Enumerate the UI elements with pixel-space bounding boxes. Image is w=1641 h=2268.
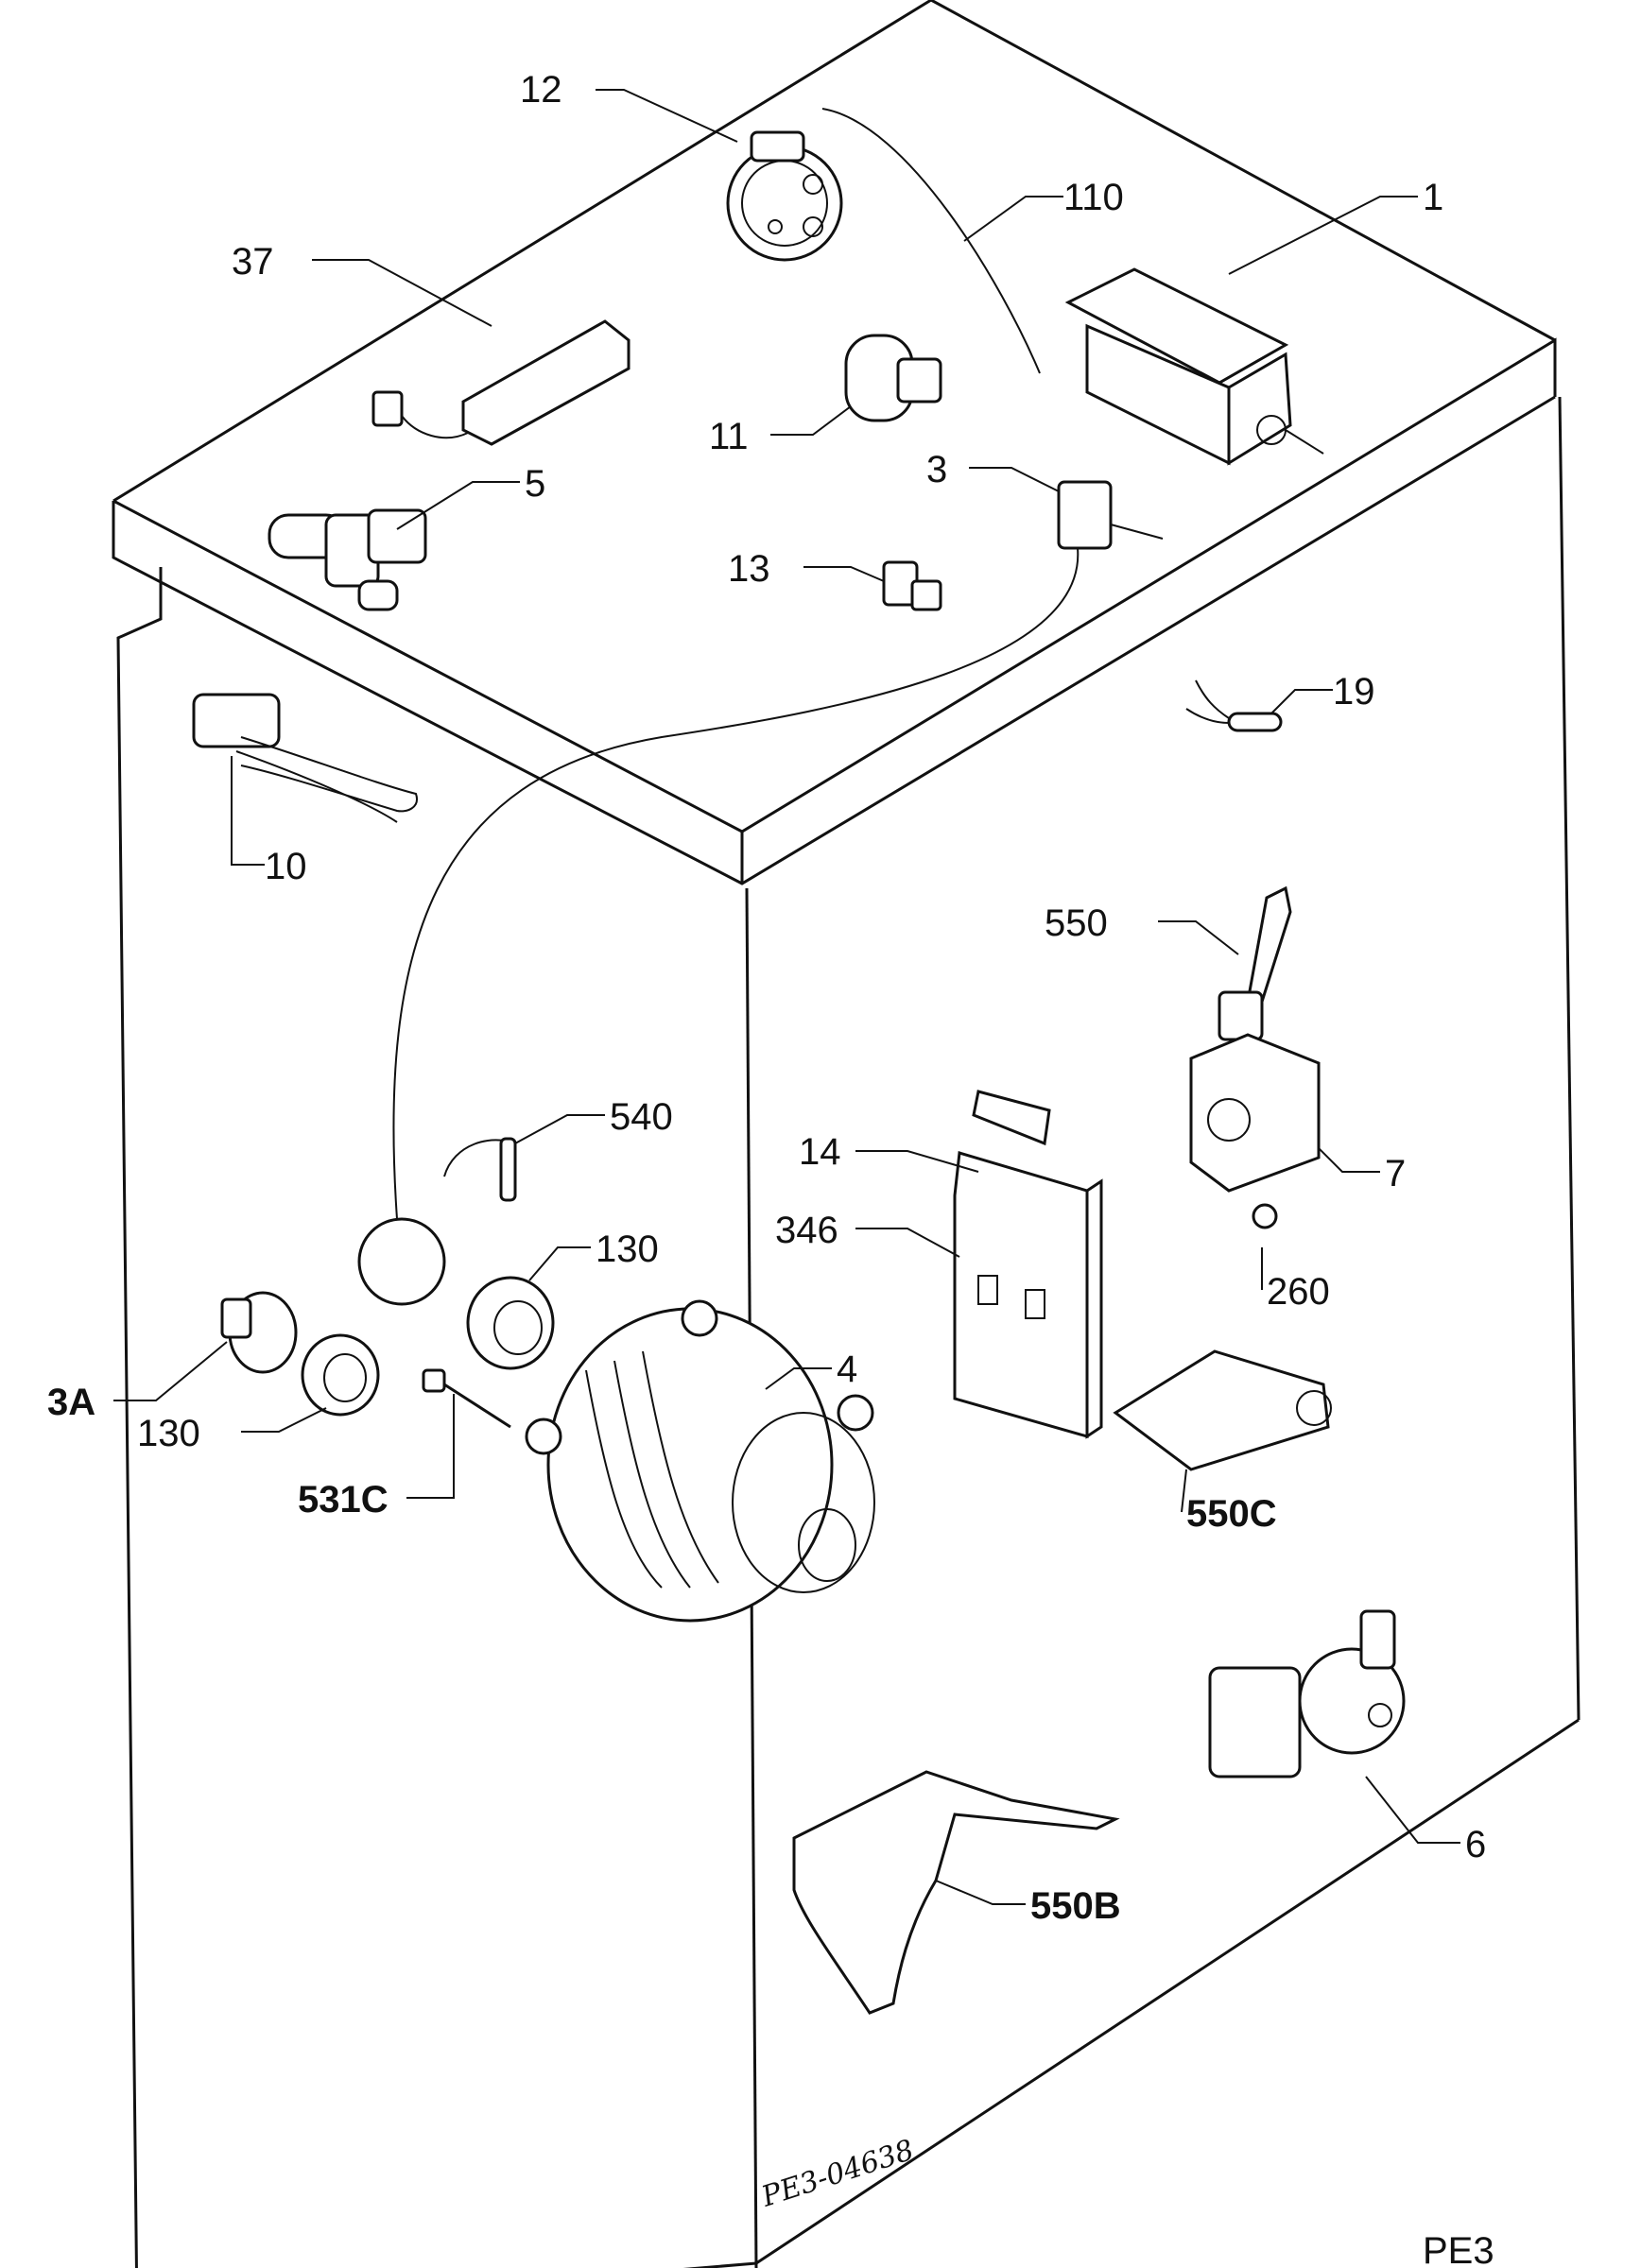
part-5-valve	[268, 508, 427, 611]
label-130-left: 130	[137, 1413, 200, 1454]
cabinet-outline	[112, 0, 1581, 2268]
part-labels: 12 110 1 37 11 3 5 13 19 10 550 540 14 3…	[47, 69, 1486, 1927]
label-540: 540	[610, 1096, 673, 1138]
label-1: 1	[1423, 177, 1443, 218]
part-3A-switch	[220, 1291, 298, 1374]
label-4: 4	[837, 1349, 857, 1390]
page-code: PE3	[1423, 2230, 1494, 2268]
door-grommet	[357, 1217, 446, 1306]
right-side-edge	[1558, 396, 1581, 1721]
part-3-switch	[392, 480, 1164, 1220]
label-5: 5	[525, 463, 545, 505]
part-550C-plate	[1113, 1349, 1332, 1471]
part-4-motor	[525, 1299, 875, 1623]
label-37: 37	[232, 241, 274, 283]
part-1-programmer	[1064, 267, 1324, 466]
label-10: 10	[265, 846, 307, 887]
left-side-edge	[116, 567, 163, 2268]
label-260: 260	[1267, 1271, 1330, 1313]
label-14: 14	[799, 1131, 841, 1173]
bottom-left-edge	[682, 2261, 757, 2268]
label-3A: 3A	[47, 1382, 95, 1423]
label-6: 6	[1465, 1824, 1486, 1865]
leader-lines	[113, 89, 1460, 1905]
label-550C: 550C	[1186, 1493, 1277, 1535]
label-550B: 550B	[1030, 1885, 1121, 1927]
label-110: 110	[1063, 177, 1124, 218]
top-front-slab	[112, 395, 1556, 885]
label-130-right: 130	[596, 1228, 659, 1270]
part-550B-cover	[792, 1770, 1120, 2015]
part-6-drain-pump	[1208, 1609, 1406, 1778]
part-550-lever	[1218, 885, 1292, 1041]
label-7: 7	[1385, 1153, 1406, 1194]
part-37-filter	[371, 319, 630, 446]
label-3: 3	[926, 449, 947, 490]
part-13-connector	[882, 560, 942, 611]
label-346: 346	[775, 1210, 838, 1251]
part-130-ring-left	[301, 1333, 380, 1417]
top-back-left-edge	[112, 0, 932, 503]
part-14-346-board	[953, 1090, 1103, 1439]
part-10-heater	[192, 693, 418, 823]
label-11: 11	[709, 416, 749, 457]
label-19: 19	[1333, 671, 1375, 713]
part-531C-screw	[422, 1368, 511, 1429]
part-11-capacitor	[844, 334, 942, 422]
part-540-clip	[443, 1137, 517, 1202]
part-19-sensor	[1185, 679, 1283, 732]
top-back-right-edge	[930, 0, 1556, 342]
label-13: 13	[728, 548, 770, 590]
top-edge	[112, 337, 1557, 833]
label-531C: 531C	[298, 1479, 389, 1521]
label-12: 12	[520, 69, 562, 111]
label-550: 550	[1045, 902, 1108, 944]
bottom-right-edge	[755, 1718, 1580, 2265]
part-7-door-interlock	[1189, 1033, 1321, 1229]
part-130-ring-right	[466, 1276, 555, 1370]
part-12-pressure-switch	[726, 108, 1041, 374]
